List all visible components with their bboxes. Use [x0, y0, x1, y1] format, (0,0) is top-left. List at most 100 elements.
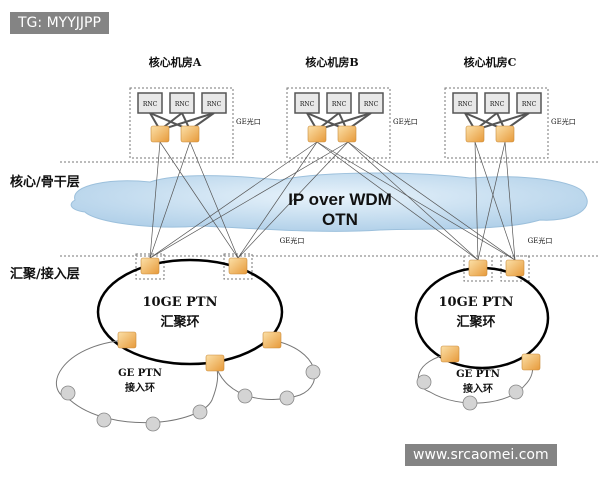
watermark-top: TG: MYYJJPP	[10, 12, 109, 34]
agg-ring-label: 10GE PTN	[143, 295, 218, 310]
switch-body	[262, 331, 282, 349]
core-switch-icon	[337, 125, 357, 143]
agg-ring-label: 汇聚环	[456, 315, 495, 330]
uplink-line	[149, 141, 191, 259]
rnc-icon	[358, 92, 384, 114]
switch-body	[307, 125, 327, 143]
ge-port-label: GE光口	[393, 117, 418, 126]
core-switch-icon	[307, 125, 327, 143]
core-switch-icon	[465, 125, 485, 143]
rnc-label: RNC	[143, 101, 158, 108]
access-node-icon	[192, 404, 208, 420]
uplink-line	[316, 141, 516, 261]
uplink-line	[347, 141, 479, 261]
core-room-title: 核心机房C	[464, 55, 517, 69]
core-switch-icon	[180, 125, 200, 143]
ptn-switch-icon	[205, 354, 225, 372]
rnc-icon	[169, 92, 195, 114]
core-switch-icon	[150, 125, 170, 143]
access-ring-mid	[214, 339, 316, 400]
switch-body	[140, 257, 160, 275]
uplink-line	[474, 141, 516, 261]
access-node-icon	[462, 395, 478, 411]
layer-label-core: 核心/骨干层	[10, 174, 80, 190]
cloud-label: OTN	[322, 210, 358, 229]
access-ring-left	[55, 339, 219, 424]
rnc-icon	[326, 92, 352, 114]
switch-body	[150, 125, 170, 143]
ge-port-label: GE光口	[236, 117, 261, 126]
access-node-icon	[60, 385, 76, 401]
uplink-line	[149, 141, 349, 259]
ptn-switch-icon	[468, 259, 488, 277]
uplink-line	[474, 141, 479, 261]
switch-body	[521, 353, 541, 371]
switch-body	[440, 345, 460, 363]
agg-ring-label: 汇聚环	[160, 315, 199, 330]
rnc-icon	[294, 92, 320, 114]
access-ring-label: GE PTN	[456, 369, 500, 380]
cloud	[70, 172, 588, 232]
uplink-line	[189, 141, 239, 259]
core-room-box	[444, 87, 549, 159]
core-switch-icon	[495, 125, 515, 143]
rnc-label: RNC	[207, 101, 222, 108]
core-room-box	[129, 87, 234, 159]
agg-ring-label: 10GE PTN	[439, 295, 514, 310]
rnc-label: RNC	[332, 101, 347, 108]
agg-port-box	[223, 253, 253, 280]
rnc-icon	[137, 92, 163, 114]
rnc-label: RNC	[490, 101, 505, 108]
uplink-line	[316, 141, 479, 261]
ptn-switch-icon	[440, 345, 460, 363]
layer-label-aggregation: 汇聚/接入层	[10, 266, 80, 282]
access-node-icon	[416, 374, 432, 390]
access-node-icon	[508, 384, 524, 400]
switch-body	[505, 259, 525, 277]
ge-port-label: GE光口	[551, 117, 576, 126]
switch-body	[465, 125, 485, 143]
switch-body	[337, 125, 357, 143]
watermark-bottom: www.srcaomei.com	[405, 444, 557, 466]
uplink-line	[149, 141, 161, 259]
switch-body	[180, 125, 200, 143]
uplink-line	[347, 141, 516, 261]
rnc-label: RNC	[458, 101, 473, 108]
uplink-line	[159, 141, 239, 259]
switch-body	[117, 331, 137, 349]
ge-port-label: GE光口	[280, 236, 305, 245]
access-node-icon	[145, 416, 161, 432]
switch-body	[228, 257, 248, 275]
ptn-switch-icon	[262, 331, 282, 349]
access-ring-label: 接入环	[463, 382, 493, 395]
rnc-icon	[484, 92, 510, 114]
access-node-icon	[237, 388, 253, 404]
cloud-label: IP over WDM	[288, 190, 392, 209]
ptn-switch-icon	[117, 331, 137, 349]
rnc-label: RNC	[364, 101, 379, 108]
uplink-line	[237, 141, 318, 259]
switch-body	[205, 354, 225, 372]
core-room-title: 核心机房B	[305, 55, 358, 69]
switch-body	[468, 259, 488, 277]
rnc-icon	[201, 92, 227, 114]
agg-ring-left	[96, 258, 284, 366]
uplink-line	[504, 141, 516, 261]
rnc-icon	[516, 92, 542, 114]
ptn-switch-icon	[521, 353, 541, 371]
ptn-switch-icon	[505, 259, 525, 277]
ge-port-label: GE光口	[528, 236, 553, 245]
rnc-label: RNC	[175, 101, 190, 108]
access-node-icon	[305, 364, 321, 380]
access-node-icon	[279, 390, 295, 406]
rnc-label: RNC	[522, 101, 537, 108]
access-ring-label: GE PTN	[118, 368, 162, 379]
access-ring-label: 接入环	[125, 381, 155, 394]
switch-body	[495, 125, 515, 143]
uplink-line	[237, 141, 349, 259]
ptn-switch-icon	[140, 257, 160, 275]
core-room-title: 核心机房A	[149, 55, 202, 69]
access-node-icon	[96, 412, 112, 428]
